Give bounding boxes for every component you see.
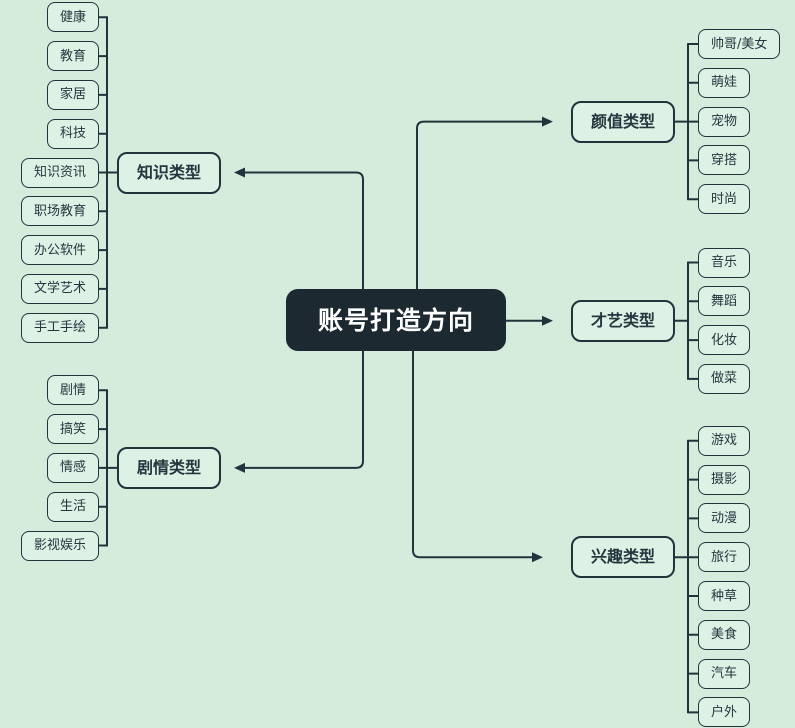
- child-node[interactable]: 教育: [46, 41, 99, 72]
- child-node[interactable]: 穿搭: [698, 145, 751, 176]
- child-node[interactable]: 舞蹈: [698, 286, 751, 317]
- child-node[interactable]: 情感: [46, 452, 99, 483]
- branch-node-knowledge-type[interactable]: 知识类型: [116, 151, 222, 194]
- child-node[interactable]: 音乐: [698, 247, 751, 278]
- child-node[interactable]: 影视娱乐: [20, 530, 99, 561]
- child-node[interactable]: 游戏: [698, 425, 751, 456]
- arrowhead-icon: [234, 167, 245, 178]
- child-node[interactable]: 手工手绘: [20, 312, 99, 343]
- child-node[interactable]: 动漫: [698, 503, 751, 534]
- child-node[interactable]: 知识资讯: [20, 157, 99, 188]
- child-node[interactable]: 帅哥/美女: [698, 29, 781, 59]
- child-node[interactable]: 文学艺术: [20, 273, 99, 304]
- child-node[interactable]: 时尚: [698, 184, 751, 215]
- child-node[interactable]: 剧情: [46, 375, 99, 406]
- child-node[interactable]: 健康: [46, 2, 99, 33]
- arrowhead-icon: [542, 315, 553, 326]
- child-node[interactable]: 萌娃: [698, 67, 751, 98]
- arrowhead-icon: [542, 116, 553, 127]
- child-node[interactable]: 生活: [46, 491, 99, 522]
- child-node[interactable]: 家居: [46, 79, 99, 110]
- child-node[interactable]: 职场教育: [20, 196, 99, 227]
- child-node[interactable]: 种草: [698, 581, 751, 611]
- child-node[interactable]: 旅行: [698, 542, 751, 573]
- arrowhead-icon: [532, 552, 543, 563]
- branch-node-looks-type[interactable]: 颜值类型: [570, 100, 676, 143]
- child-node[interactable]: 摄影: [698, 464, 751, 495]
- child-node[interactable]: 做菜: [698, 363, 751, 394]
- child-node[interactable]: 科技: [46, 118, 99, 149]
- child-node[interactable]: 美食: [698, 619, 751, 650]
- child-node[interactable]: 宠物: [698, 106, 751, 137]
- child-node[interactable]: 搞笑: [46, 414, 99, 445]
- branch-node-interest-type[interactable]: 兴趣类型: [570, 536, 676, 579]
- branch-node-talent-type[interactable]: 才艺类型: [570, 299, 676, 342]
- child-node[interactable]: 汽车: [698, 658, 751, 689]
- branch-node-plot-type[interactable]: 剧情类型: [116, 446, 222, 489]
- child-node[interactable]: 户外: [698, 697, 751, 728]
- root-node[interactable]: 账号打造方向: [285, 289, 507, 351]
- child-node[interactable]: 办公软件: [20, 235, 99, 266]
- child-node[interactable]: 化妆: [698, 325, 751, 356]
- arrowhead-icon: [234, 462, 245, 473]
